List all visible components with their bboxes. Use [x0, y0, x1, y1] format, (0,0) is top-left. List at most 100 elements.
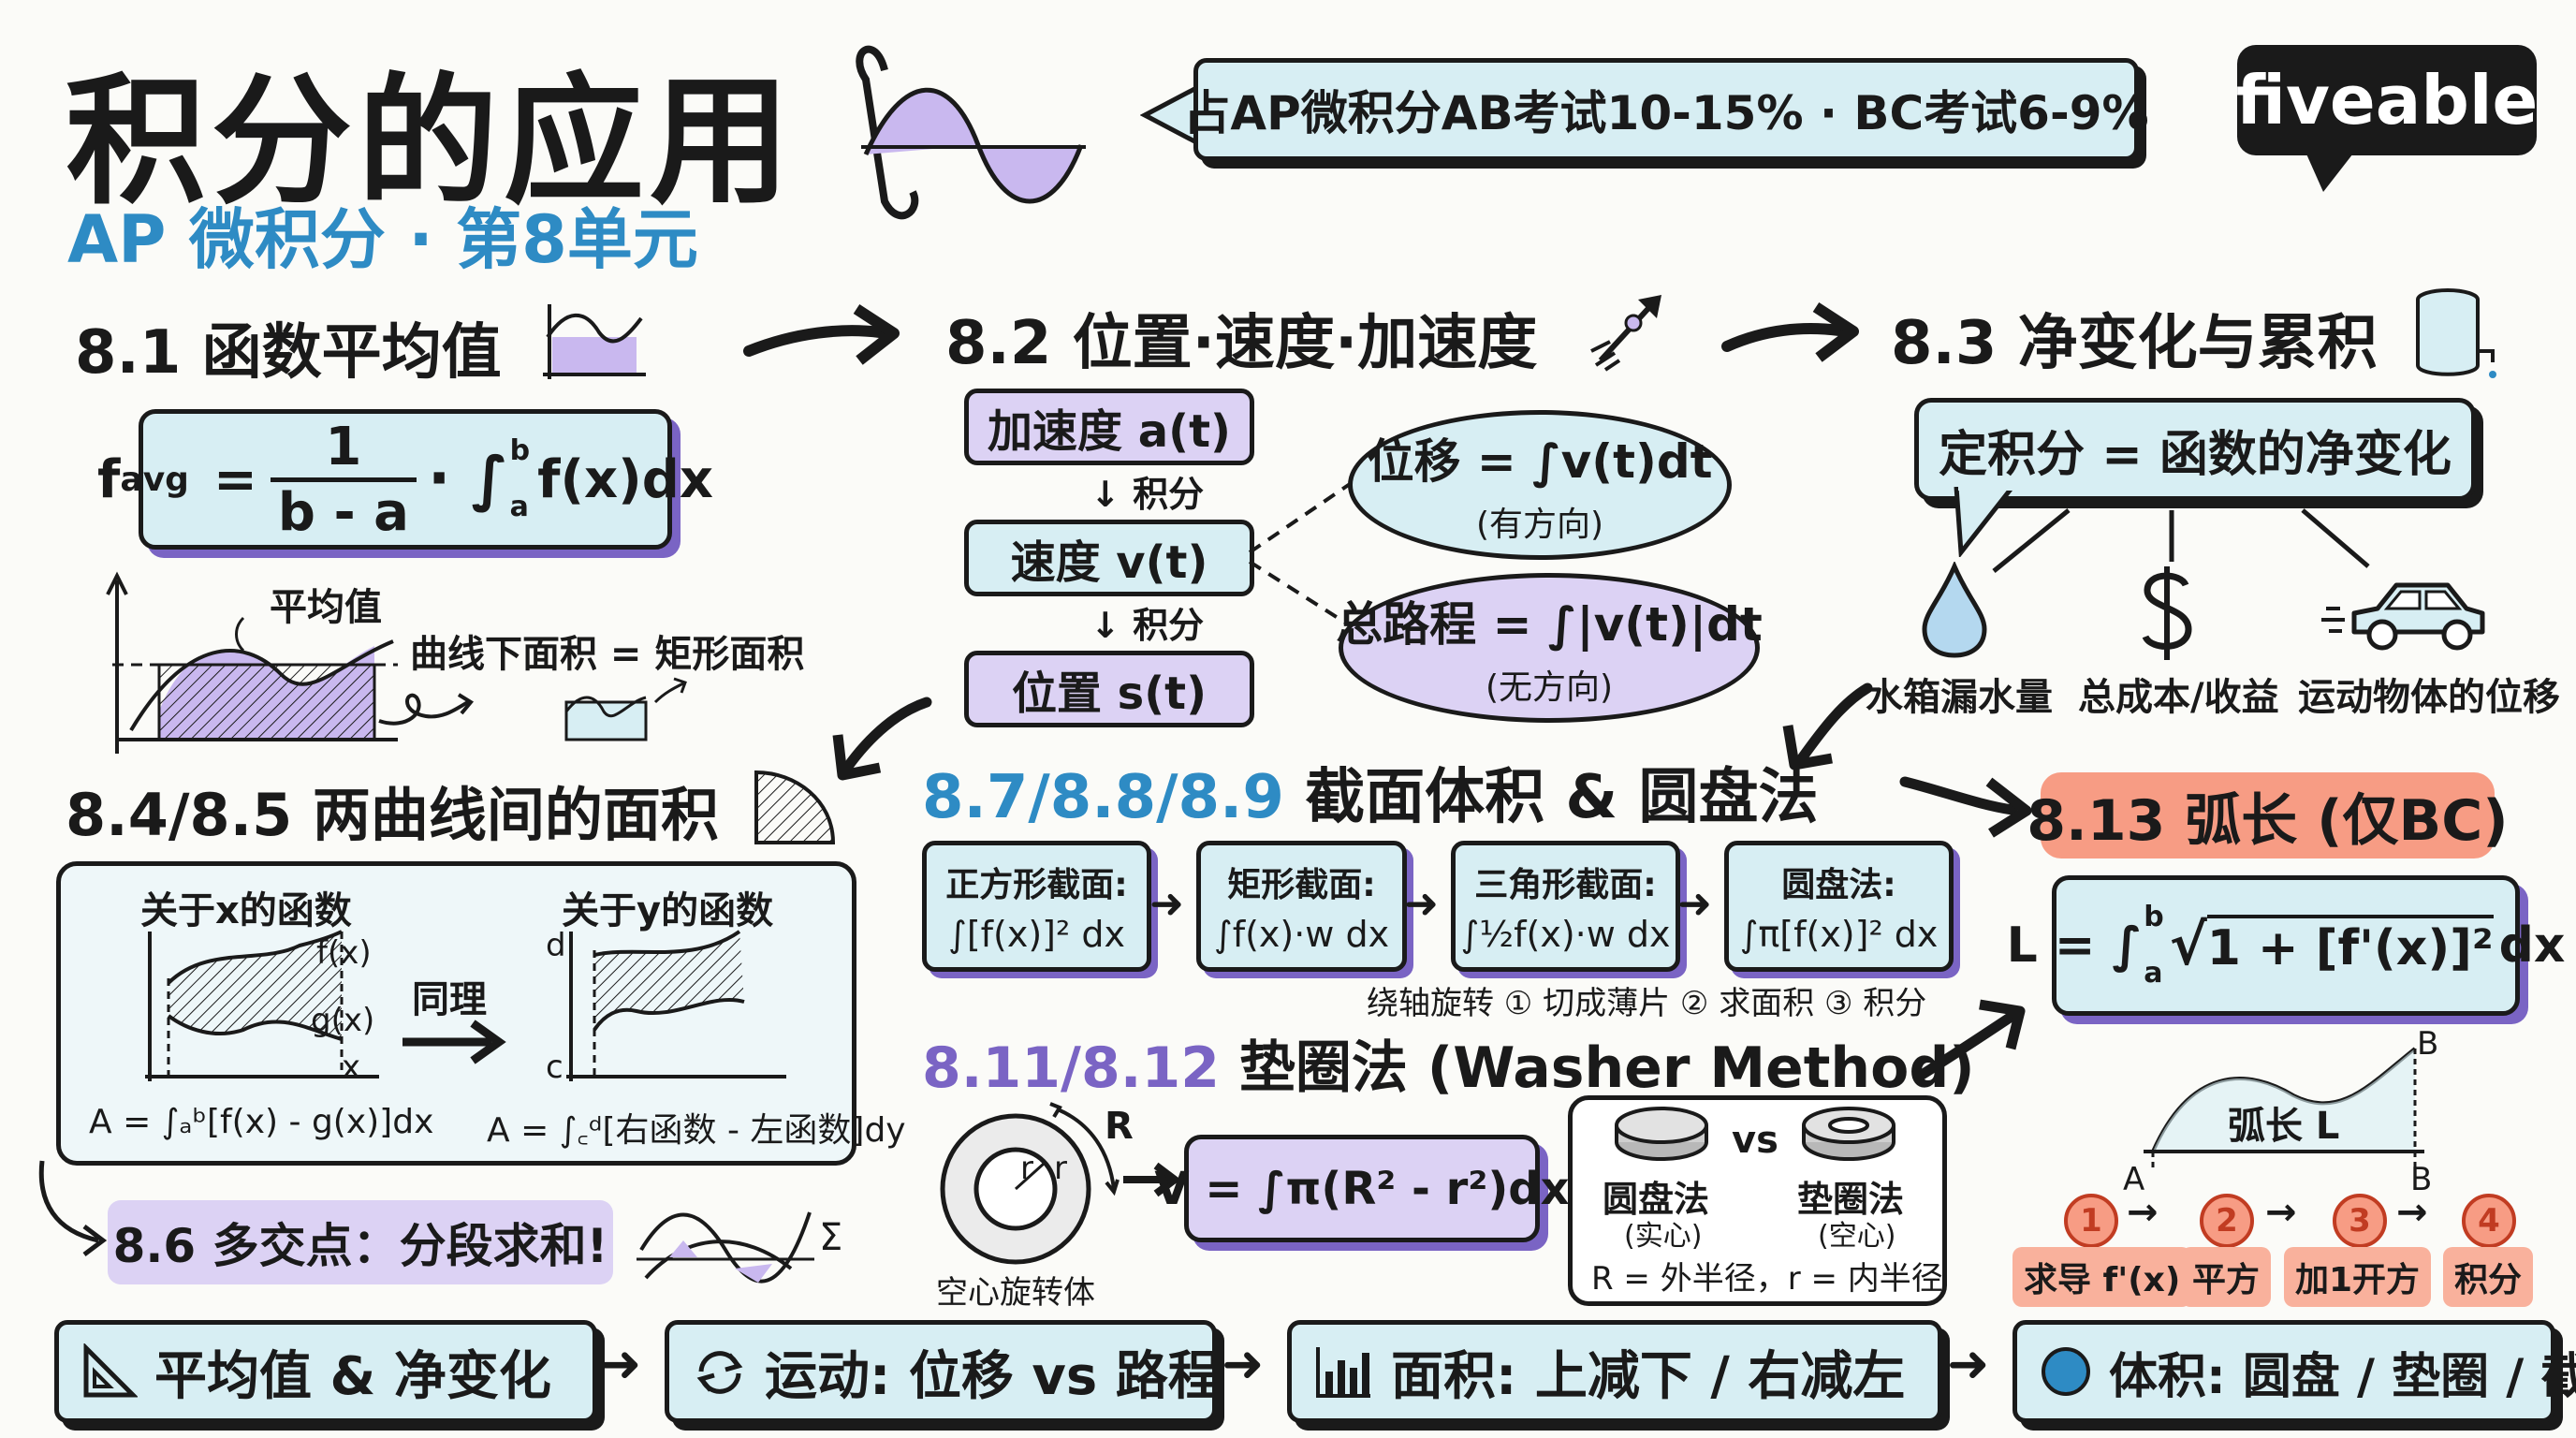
- cycle-arrows-icon: [692, 1343, 748, 1400]
- brand-logo: fiveable: [2236, 45, 2538, 155]
- same-way-label: 同理: [412, 978, 487, 1021]
- summary-arrow-2: ➜: [1222, 1334, 1265, 1393]
- area-x-graph: [145, 930, 379, 1081]
- flow-arrow-icon: [1721, 301, 1859, 362]
- arc-length-radicand: 1 + [f'(x)]²: [2206, 915, 2494, 976]
- arc-step-1-text: 求导 f'(x): [2012, 1247, 2192, 1307]
- disk-note: (实心): [1624, 1220, 1703, 1253]
- total-distance-oval: 总路程 = ∫|v(t)|dt (无方向): [1336, 573, 1763, 723]
- summary-motion: 运动: 位移 vs 路程: [665, 1320, 1221, 1423]
- section-8-7-title: 截面体积 & 圆盘法: [1305, 763, 1819, 832]
- rect-cross-section-cell: 矩形截面: ∫f(x)·w dx: [1196, 841, 1407, 972]
- washer-note: (空心): [1818, 1220, 1896, 1253]
- flow-arrow-icon: [1913, 999, 2026, 1082]
- section-8-2-heading: 8.2 位置·速度·加速度: [945, 309, 1538, 378]
- functions-of-y-title: 关于y的函数: [562, 889, 774, 932]
- outer-radius-label: R: [1105, 1105, 1134, 1148]
- curve-point-b-top: B: [2417, 1025, 2439, 1063]
- integral-wave-icon: [856, 45, 1086, 220]
- section-8-11-heading: 8.11/8.12 垫圈法 (Washer Method): [922, 1022, 1975, 1104]
- arc-step-2-text: 平方: [2181, 1247, 2272, 1307]
- section-8-11-title: 垫圈法 (Washer Method): [1238, 1035, 1975, 1101]
- page-title: 积分的应用: [66, 61, 797, 224]
- integrate-step-2: ↓ 积分: [1090, 605, 1205, 646]
- average-value-label: 平均值: [270, 586, 382, 629]
- inner-radius-label-2: r: [1054, 1150, 1067, 1187]
- arc-length-upper: b: [2144, 901, 2164, 933]
- square-cross-section-formula: ∫[f(x)]² dx: [948, 914, 1125, 955]
- curve-point-b: B: [2410, 1161, 2433, 1198]
- favg-denominator: b - a: [270, 477, 417, 543]
- inner-radius-label-1: r: [1020, 1150, 1033, 1187]
- flow-arrow-icon: [1782, 682, 1873, 770]
- summary-volume-label: 体积: 圆盘 / 垫圈 / 截面: [2109, 1348, 2576, 1405]
- section-8-7-heading: 8.7/8.8/8.9 截面体积 & 圆盘法: [922, 749, 1819, 835]
- example-moving-object: 运动物体的位移: [2298, 676, 2560, 719]
- favg-f: f: [97, 448, 121, 510]
- favg-integrand: f(x)dx: [537, 448, 713, 510]
- washer-label: 垫圈法: [1797, 1179, 1905, 1220]
- net-change-branch-lines: [1992, 508, 2370, 573]
- integrate-step-2-text: 积分: [1133, 605, 1205, 646]
- position-box: 位置 s(t): [964, 651, 1254, 727]
- speech-tail-icon: [1140, 84, 1200, 146]
- summary-volume: 体积: 圆盘 / 垫圈 / 截面: [2012, 1320, 2576, 1423]
- summary-arrow-1: ➜: [599, 1334, 642, 1393]
- integrate-step-1-text: 积分: [1133, 474, 1205, 515]
- x-axis-label: x: [342, 1049, 361, 1086]
- favg-integral: · ∫: [427, 445, 508, 514]
- hollow-solid-caption: 空心旋转体: [936, 1274, 1095, 1312]
- section-8-3-heading: 8.3 净变化与累积: [1891, 309, 2378, 378]
- quarter-area-icon: [754, 770, 836, 844]
- arc-step-3-number: 3: [2333, 1194, 2387, 1248]
- favg-sub: avg: [120, 460, 189, 499]
- arc-length-formula: L = ∫ b a √ 1 + [f'(x)]² dx: [2007, 875, 2565, 1016]
- section-8-13-heading: 8.13 弧长 (仅BC): [2027, 772, 2509, 858]
- washer-ring-icon: [940, 1102, 1120, 1265]
- displacement-note: (有方向): [1475, 506, 1604, 544]
- disk-method-cell: 圆盘法: ∫π[f(x)]² dx: [1724, 841, 1954, 972]
- displacement-formula: 位移 = ∫v(t)dt: [1367, 434, 1713, 489]
- arc-length-label: 弧长 L: [2228, 1105, 2340, 1148]
- summary-motion-label: 运动: 位移 vs 路程: [765, 1345, 1221, 1407]
- arc-step-arrow-1: →: [2127, 1191, 2159, 1234]
- triangle-ruler-icon: [81, 1343, 138, 1400]
- arc-step-4-text: 积分: [2443, 1247, 2534, 1307]
- swirl-arrow-icon: [378, 693, 475, 726]
- vs-label: vs: [1732, 1119, 1778, 1162]
- cell-arrow-2: ➜: [1404, 880, 1439, 928]
- radius-definition: R = 外半径，r = 内半径: [1591, 1260, 1943, 1298]
- cell-arrow-3: ➜: [1677, 880, 1712, 928]
- total-distance-formula: 总路程 = ∫|v(t)|dt: [1336, 597, 1763, 652]
- curve-f-label: f(x): [316, 934, 372, 972]
- favg-upper: b: [509, 434, 531, 467]
- favg-numerator: 1: [325, 416, 362, 477]
- mini-rect-area-icon: [564, 677, 687, 741]
- bar-chart-icon: [1314, 1343, 1374, 1400]
- rect-cross-section-formula: ∫f(x)·w dx: [1213, 914, 1390, 955]
- same-arrow-icon: [402, 1020, 506, 1064]
- square-cross-section-cell: 正方形截面: ∫[f(x)]² dx: [922, 841, 1151, 972]
- brand-tail-icon: [2305, 150, 2356, 192]
- dollar-icon: [2142, 566, 2192, 660]
- arc-step-1-number: 1: [2064, 1194, 2118, 1248]
- multiple-intersections-note: 8.6 多交点：分段求和!: [108, 1200, 613, 1284]
- area-y-formula: A = ∫꜀ᵈ[右函数 - 左函数]dy: [487, 1111, 906, 1150]
- arc-length-dx: dx: [2498, 917, 2566, 974]
- displacement-oval: 位移 = ∫v(t)dt (有方向): [1348, 410, 1732, 560]
- water-tank-icon: [2416, 288, 2496, 378]
- summary-average-net-change-label: 平均值 & 净变化: [154, 1345, 551, 1407]
- acceleration-box: 加速度 a(t): [964, 389, 1254, 465]
- y-upper-label: d: [546, 927, 566, 964]
- page-subtitle: AP 微积分 · 第8单元: [67, 201, 698, 278]
- total-distance-note: (无方向): [1485, 668, 1614, 707]
- cell-arrow-1: ➜: [1149, 880, 1184, 928]
- arc-step-2-number: 2: [2200, 1194, 2254, 1248]
- solid-disk-icon: [1615, 1107, 1708, 1161]
- disk-method-formula: ∫π[f(x)]² dx: [1739, 914, 1939, 955]
- curve-point-a: A: [2123, 1161, 2145, 1198]
- summary-area-label: 面积: 上减下 / 右减左: [1391, 1345, 1906, 1407]
- summary-average-net-change: 平均值 & 净变化: [54, 1320, 597, 1423]
- average-value-graph: [106, 571, 398, 754]
- triangle-cross-section-formula: ∫½f(x)·w dx: [1460, 914, 1671, 955]
